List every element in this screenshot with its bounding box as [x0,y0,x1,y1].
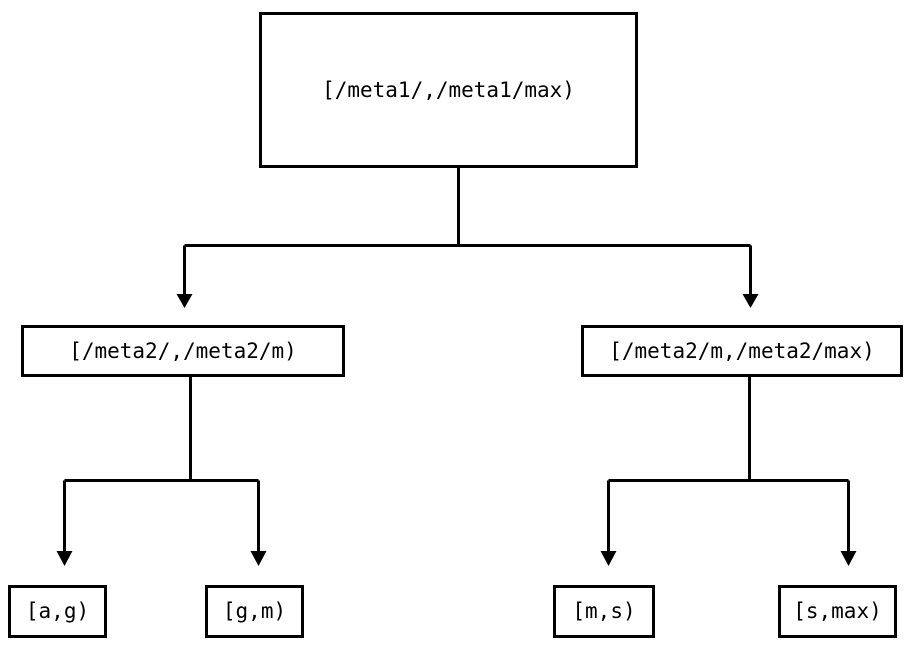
arrowhead-icon [56,551,73,566]
tree-node-mid-right-label: [/meta2/m,/meta2/max) [609,338,875,363]
tree-node-root[interactable]: [/meta1/,/meta1/max) [259,12,638,168]
arrowhead-icon [600,551,617,566]
tree-node-leaf-m-s-label: [m,s) [572,599,636,623]
edge-mid-right-to-leaf-m-s [600,377,751,566]
arrowhead-icon [250,551,267,566]
edge-mid-left-to-leaf-a-g [56,377,192,566]
edge-mid-right-to-leaf-s-max [749,479,857,566]
tree-node-leaf-g-m-label: [g,m) [222,599,287,623]
tree-node-root-label: [/meta1/,/meta1/max) [322,77,575,102]
tree-node-leaf-m-s[interactable]: [m,s) [553,585,655,638]
tree-node-mid-right[interactable]: [/meta2/m,/meta2/max) [581,325,903,377]
edge-root-to-mid-left [176,168,460,308]
arrowhead-icon [840,551,857,566]
arrowhead-icon [176,294,193,308]
edge-mid-left-to-leaf-g-m [190,479,267,566]
tree-node-leaf-g-m[interactable]: [g,m) [205,585,304,638]
tree-node-leaf-a-g-label: [a,g) [25,599,90,623]
arrowhead-icon [742,294,759,308]
tree-node-leaf-s-max[interactable]: [s,max) [778,585,897,638]
tree-node-mid-left[interactable]: [/meta2/,/meta2/m) [21,325,345,377]
tree-node-leaf-a-g[interactable]: [a,g) [8,585,107,638]
tree-node-leaf-s-max-label: [s,max) [793,599,882,623]
tree-node-mid-left-label: [/meta2/,/meta2/m) [69,338,297,363]
edge-root-to-mid-right [458,244,759,308]
